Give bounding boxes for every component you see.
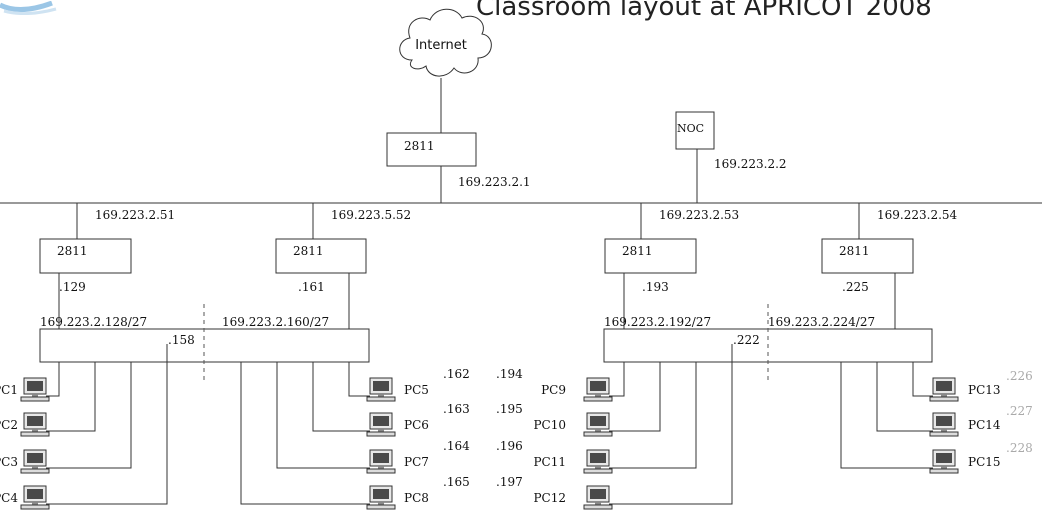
pc-ip: .194 — [496, 367, 523, 381]
router-a-lan-ip: .129 — [59, 280, 86, 294]
pc-label: PC15 — [968, 455, 1001, 469]
router-a-subnet: 169.223.2.128/27 — [40, 315, 147, 329]
pc-label: PC2 — [0, 418, 18, 432]
router-c-subnet: 169.223.2.192/27 — [604, 315, 711, 329]
pc-icon — [20, 377, 50, 402]
logo-fragment — [0, 0, 60, 16]
pc-ip: .164 — [443, 439, 470, 453]
router-a-uplink-ip: 169.223.2.51 — [95, 208, 175, 222]
router-d-subnet: 169.223.2.224/27 — [768, 315, 875, 329]
router-b-lan-ip: .161 — [298, 280, 325, 294]
pc-label: PC1 — [0, 383, 18, 397]
pc-icon — [583, 449, 613, 474]
pc-label: PC13 — [968, 383, 1001, 397]
cloud-label: Internet — [415, 38, 467, 53]
pc-icon — [20, 485, 50, 510]
router-c — [604, 238, 697, 274]
noc-ip: 169.223.2.2 — [714, 157, 787, 171]
router-a-label: 2811 — [57, 244, 88, 258]
pc-ip: .228 — [1006, 441, 1033, 455]
pc-icon — [929, 449, 959, 474]
router-d — [821, 238, 914, 274]
pc-icon — [583, 412, 613, 437]
pc-label: PC14 — [968, 418, 1001, 432]
pc-label: PC11 — [533, 455, 566, 469]
router-d-uplink-ip: 169.223.2.54 — [877, 208, 958, 222]
pc-ip: .227 — [1006, 404, 1033, 418]
router-b-label: 2811 — [293, 244, 324, 258]
router-c-lan-ip: .193 — [642, 280, 669, 294]
page-title: Classroom layout at APRICOT 2008 — [476, 0, 932, 22]
pc-label: PC5 — [404, 383, 429, 397]
pc-icon — [20, 412, 50, 437]
pc-icon — [583, 485, 613, 510]
pc-icon — [366, 377, 396, 402]
router-b — [275, 238, 367, 274]
logo-swoosh-icon — [0, 0, 57, 16]
router-a — [39, 238, 132, 274]
pc-icon — [583, 377, 613, 402]
pc-ip: .226 — [1006, 369, 1033, 383]
router-b-subnet: 169.223.2.160/27 — [222, 315, 329, 329]
router-c-bcast: .222 — [733, 333, 760, 347]
core-router-label: 2811 — [404, 139, 435, 153]
pc-ip: .162 — [443, 367, 470, 381]
pc-icon — [366, 485, 396, 510]
router-d-lan-ip: .225 — [842, 280, 869, 294]
pc-ip: .196 — [496, 439, 523, 453]
pc-ip: .197 — [496, 475, 523, 489]
pc-label: PC4 — [0, 491, 18, 505]
pc-ip: .163 — [443, 402, 470, 416]
pc-label: PC7 — [404, 455, 429, 469]
router-b-uplink-ip: 169.223.5.52 — [331, 208, 411, 222]
router-c-uplink-ip: 169.223.2.53 — [659, 208, 739, 222]
internet-cloud: Internet — [399, 8, 492, 77]
pc-icon — [20, 449, 50, 474]
pc-icon — [929, 377, 959, 402]
pc-label: PC6 — [404, 418, 429, 432]
router-d-label: 2811 — [839, 244, 870, 258]
pc-icon — [366, 449, 396, 474]
pc-icon — [366, 412, 396, 437]
core-router-ip: 169.223.2.1 — [458, 175, 531, 189]
core-router — [386, 132, 477, 167]
pc-label: PC9 — [541, 383, 566, 397]
router-c-label: 2811 — [622, 244, 653, 258]
router-a-bcast: .158 — [168, 333, 195, 347]
pc-label: PC8 — [404, 491, 429, 505]
pc-label: PC12 — [533, 491, 566, 505]
pc-label: PC3 — [0, 455, 18, 469]
noc-label: NOC — [677, 122, 704, 135]
noc-box — [675, 111, 715, 150]
pc-ip: .195 — [496, 402, 523, 416]
pc-label: PC10 — [533, 418, 566, 432]
pc-icon — [929, 412, 959, 437]
pc-ip: .165 — [443, 475, 470, 489]
